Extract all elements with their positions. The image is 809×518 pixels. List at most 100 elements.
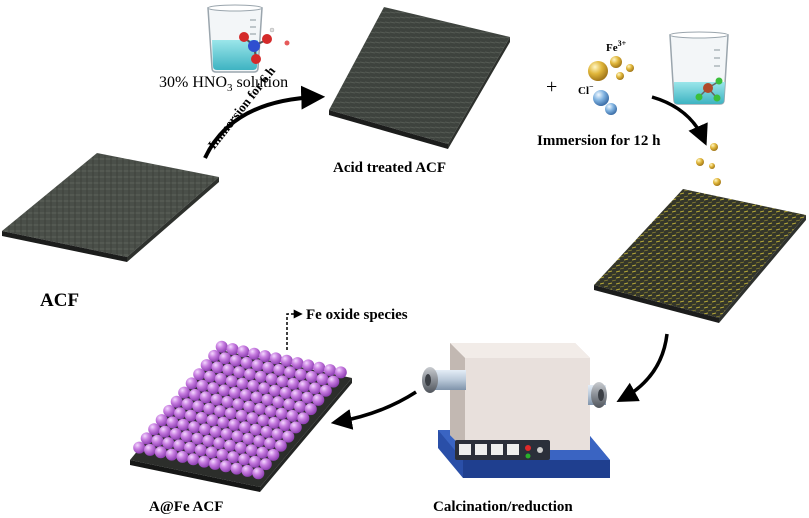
fe-oxide-sphere [229,354,242,367]
fe-oxide-sphere [231,430,244,443]
fe-oxide-sphere [184,441,196,454]
fe-oxide-sphere [202,434,215,447]
fe-oxide-sphere [301,391,314,404]
fe-oxide-sphere [257,414,270,427]
fe-oxide-sphere [228,418,241,431]
fe-oxide-sphere [273,363,286,376]
fe-oxide-sphere [247,379,260,392]
fe-oxide-sphere [169,427,182,440]
fe-oxide-sphere [209,425,222,438]
fe-oxide-spheres [133,340,347,480]
fe-oxide-sphere [188,421,201,434]
fe-oxide-sphere [226,343,239,356]
fe-oxide-sphere [203,402,216,415]
fe-oxide-sphere [199,423,211,436]
fe-oxide-sphere [243,400,256,413]
fe-oxide-sphere [252,467,265,480]
fe-oxide-sphere [282,430,295,443]
fe-oxide-sphere [302,359,315,372]
fe-oxide-sphere [205,446,218,459]
fe-oxide-sphere [279,419,291,432]
fe-oxide-sphere [193,368,206,381]
fe-oxide-sphere [239,389,252,402]
fe-oxide-label: Fe oxide species [306,307,408,323]
fe-oxide-sphere [176,450,189,463]
fe-oxide-sphere [316,373,329,386]
fe-oxide-sphere [298,380,311,393]
fe-oxide-sphere [211,361,224,374]
fe-oxide-sphere [219,352,231,365]
fe-oxide-sphere [305,370,318,383]
hno3-molecule-icon [239,27,290,64]
fe-oxide-sphere [207,382,220,395]
fe-oxide-sphere [214,405,226,418]
fe-oxide-sphere [177,418,190,431]
fe-oxide-sphere [274,439,287,452]
immersion-12h-label: Immersion for 12 h [537,133,661,149]
product-label: A@Fe ACF [149,499,223,515]
arrow-to-product [330,390,417,430]
fe-oxide-sphere [235,409,248,422]
fe-oxide-sphere [178,386,191,399]
fe-oxide-sphere [166,416,179,429]
fe-oxide-sphere [268,416,281,429]
fe-oxide-sphere [151,434,164,447]
fe-oxide-sphere [204,370,216,383]
fe-oxide-sphere [198,455,211,468]
fe-oxide-sphere [162,437,175,450]
fe-oxide-sphere [251,359,264,372]
beaker-icon [207,4,263,73]
fe-oxide-sphere [260,425,273,438]
fe-oxide-sphere [200,359,213,372]
fe-oxide-sphere [229,386,241,399]
fe-ion-icon [588,56,634,81]
fe-oxide-sphere [291,357,304,370]
fe-oxide-sphere [283,398,296,411]
fe-oxide-sphere [240,356,253,369]
arrow-immersion-6h [203,85,326,159]
fe-oxide-sphere [259,350,271,363]
fe-droplets-icon [696,143,721,186]
fe-oxide-sphere [242,432,255,445]
fe-ion-label: Fe3+ [606,39,627,54]
fe-oxide-sphere [206,414,219,427]
fe-oxide-pointer [286,309,303,350]
fe-oxide-sphere [309,382,321,395]
fe-oxide-sphere [216,448,229,461]
fe-oxide-sphere [334,366,347,379]
cl-ion-icon [593,90,617,115]
fe-oxide-sphere [144,443,156,456]
fe-oxide-sphere [286,409,299,422]
fe-oxide-sphere [276,375,289,388]
fe-oxide-sphere [271,428,284,441]
fe-oxide-sphere [250,391,263,404]
fe-oxide-sphere [297,412,310,425]
fe-oxide-sphere [249,423,262,436]
fe-oxide-sphere [170,395,183,408]
fe-oxide-sphere [210,393,223,406]
fe-oxide-sphere [327,375,340,388]
fe-oxide-sphere [238,453,251,466]
fe-oxide-sphere [294,368,307,381]
fe-oxide-sphere [217,416,230,429]
fe-oxide-sphere [248,347,261,360]
fe-oxide-sphere [236,377,249,390]
fe-oxide-sphere [196,379,209,392]
fe-oxide-sphere [233,366,246,379]
fe-oxide-sphere [234,441,247,454]
fe-oxide-sphere [230,462,243,475]
fe-oxide-sphere [214,372,227,385]
acf-sheet [2,153,219,262]
fe-oxide-sphere [246,412,259,425]
fe-oxide-sphere [194,444,207,457]
fe-oxide-sphere [180,430,193,443]
fe-oxide-sphere [256,446,269,459]
fe-oxide-sphere [173,439,186,452]
fe-oxide-sphere [224,439,236,452]
fe-oxide-sphere [324,364,336,377]
fe-oxide-sphere [294,400,306,413]
fe-oxide-sphere [272,396,285,409]
fe-oxide-sphere [224,407,237,420]
fe-oxide-sphere [221,395,234,408]
